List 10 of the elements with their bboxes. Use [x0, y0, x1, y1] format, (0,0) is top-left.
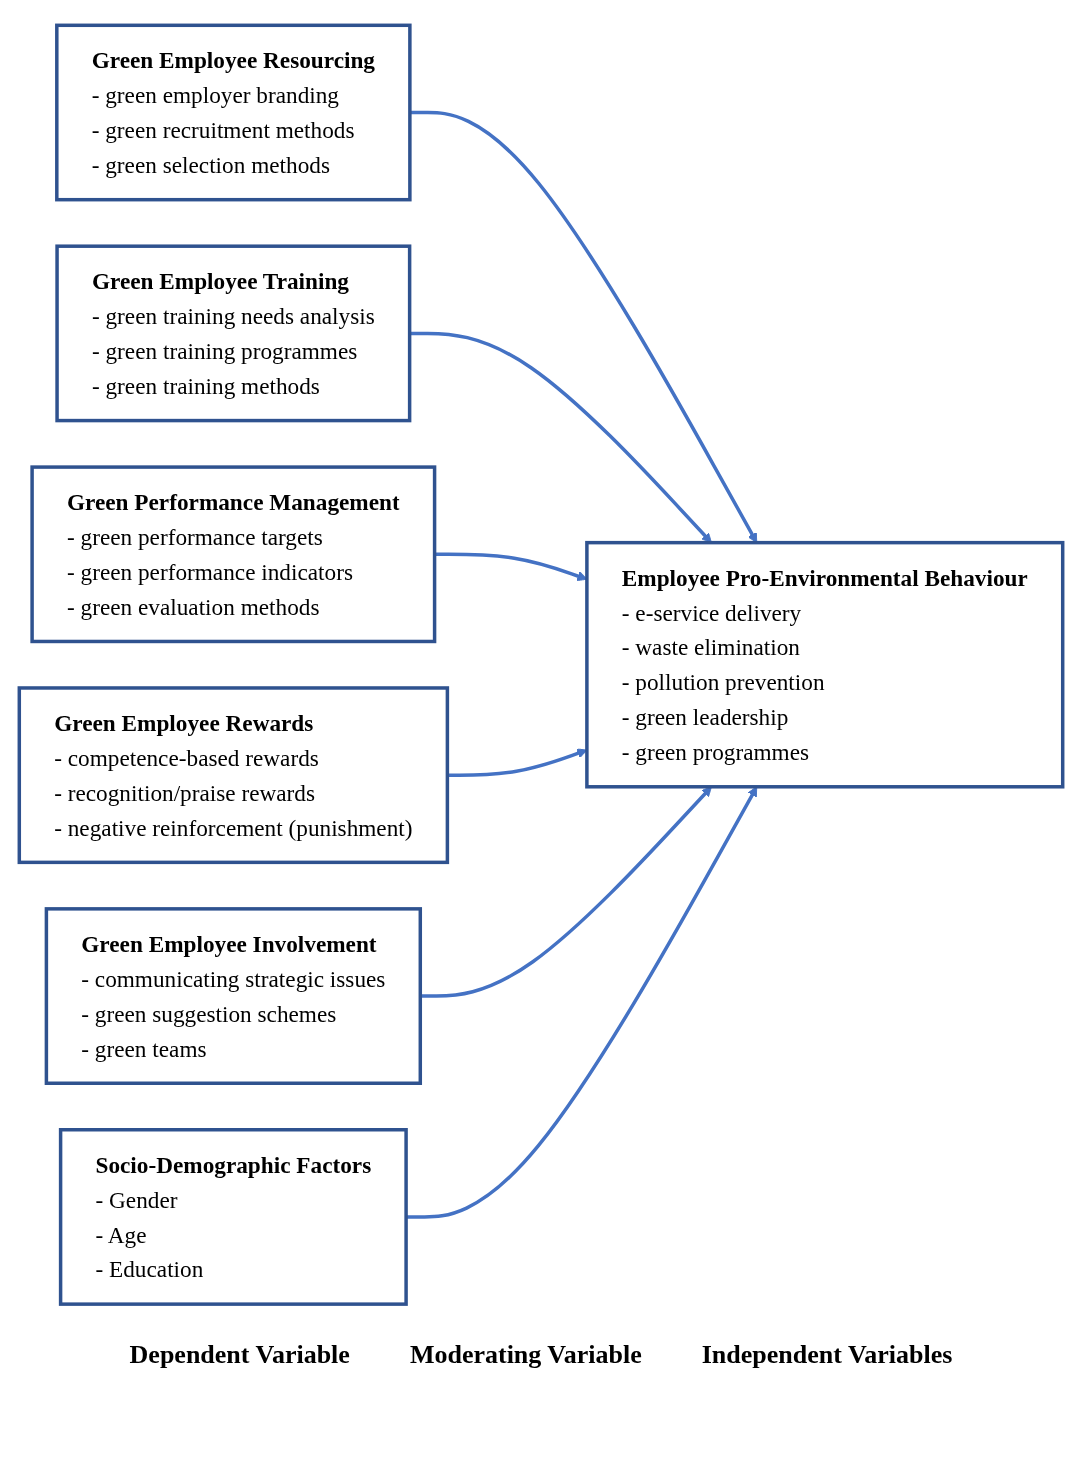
- node-box: Green Employee Involvement - communicating strategic issues - green suggestion schemes - green teams: [44, 907, 423, 1086]
- node-box: Green Employee Training - green training needs analysis - green training programmes - green training methods: [55, 244, 412, 423]
- node-box: Socio-Demographic Factors - Gender - Age - Education: [58, 1128, 408, 1307]
- node-box: Green Employee Resourcing - green employer branding - green recruitment methods - green selection methods: [55, 23, 412, 202]
- variable-caption: Dependent Variable: [129, 1340, 350, 1370]
- node-box: Employee Pro-Environmental Behaviour - e-service delivery - waste elimination - pollution prevention - green leadership - green programmes: [585, 541, 1065, 789]
- variable-caption: Independent Variables: [701, 1340, 953, 1370]
- variable-caption: Moderating Variable: [409, 1340, 642, 1370]
- node-box: Green Employee Rewards - competence-based rewards - recognition/praise rewards - negative reinforcement (punishment): [17, 686, 450, 865]
- node-box: Green Performance Management - green performance targets - green performance indicators - green evaluation methods: [30, 465, 437, 644]
